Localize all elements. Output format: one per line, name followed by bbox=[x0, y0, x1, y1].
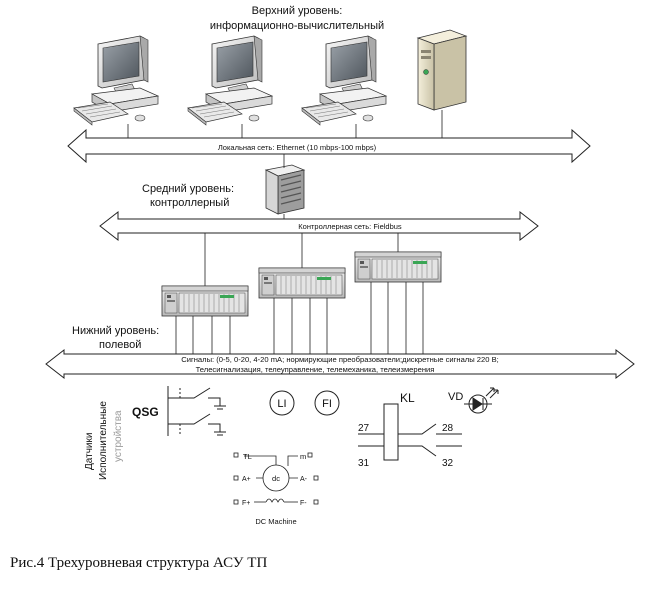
dc-tl-label: TL bbox=[243, 452, 252, 461]
flow-indicator-icon bbox=[314, 390, 340, 416]
fieldbus-bus-label: Контроллерная сеть: Fieldbus bbox=[298, 222, 402, 231]
level-indicator-icon bbox=[269, 390, 295, 416]
plc-2-icon bbox=[258, 267, 346, 299]
fieldbus-bus bbox=[99, 210, 539, 242]
plc-1-icon bbox=[161, 285, 249, 317]
ethernet-bus-label: Локальная сеть: Ethernet (10 mbps-100 mb… bbox=[218, 143, 377, 152]
fi-label: FI bbox=[322, 398, 332, 410]
sensors-label: Датчики bbox=[84, 433, 95, 470]
top-level-links bbox=[127, 110, 443, 138]
controller-server-icon bbox=[264, 164, 306, 215]
pin-32: 32 bbox=[442, 458, 454, 469]
workstation-3-icon bbox=[301, 35, 387, 126]
plc-bus-links bbox=[204, 233, 399, 286]
plc-3-icon bbox=[354, 251, 442, 283]
mid-level-title-line2: контроллерный bbox=[150, 197, 229, 209]
workstation-1-icon bbox=[73, 35, 159, 126]
vd-label: VD bbox=[448, 391, 463, 403]
dc-machine-icon bbox=[233, 452, 319, 505]
dc-f-plus-label: F+ bbox=[242, 500, 250, 507]
dc-a-minus-label: A- bbox=[300, 476, 308, 483]
kl-relay-icon bbox=[358, 403, 462, 461]
qsg-switch-icon bbox=[167, 386, 226, 436]
signal-bus-label-line1: Сигналы: (0-5, 0-20, 4-20 mA; нормирующи… bbox=[181, 355, 499, 364]
actuators-label: Исполнительные bbox=[98, 401, 109, 480]
workstation-2-icon bbox=[187, 35, 273, 126]
dc-machine-caption: DC Machine bbox=[255, 517, 296, 526]
signal-bus-label-line2: Телесигнализация, телеуправление, телеме… bbox=[196, 365, 435, 374]
low-level-title-line2: полевой bbox=[99, 339, 141, 351]
dc-center-label: dc bbox=[272, 474, 280, 483]
ethernet-bus bbox=[67, 128, 591, 164]
mid-level-title-line1: Средний уровень: bbox=[142, 183, 234, 195]
devices-label: устройства bbox=[113, 410, 124, 462]
top-level-title-line1: Верхний уровень: bbox=[252, 5, 343, 17]
vd-led-icon bbox=[464, 387, 499, 414]
pin-28: 28 bbox=[442, 423, 454, 434]
signal-bus bbox=[45, 348, 635, 380]
server-icon bbox=[416, 29, 468, 111]
dc-m-label: m bbox=[300, 452, 306, 461]
pin-31: 31 bbox=[358, 458, 370, 469]
qsg-label: QSG bbox=[132, 405, 159, 419]
kl-label: KL bbox=[400, 391, 415, 405]
pin-27: 27 bbox=[358, 423, 370, 434]
figure-caption: Рис.4 Трехуровневая структура АСУ ТП bbox=[10, 555, 268, 571]
top-level-title-line2: информационно-вычислительный bbox=[210, 20, 384, 32]
signal-wires bbox=[175, 282, 424, 354]
dc-a-plus-label: A+ bbox=[242, 476, 251, 483]
low-level-title-line1: Нижний уровень: bbox=[72, 325, 159, 337]
li-label: LI bbox=[277, 398, 286, 410]
dc-f-minus-label: F- bbox=[300, 500, 307, 507]
